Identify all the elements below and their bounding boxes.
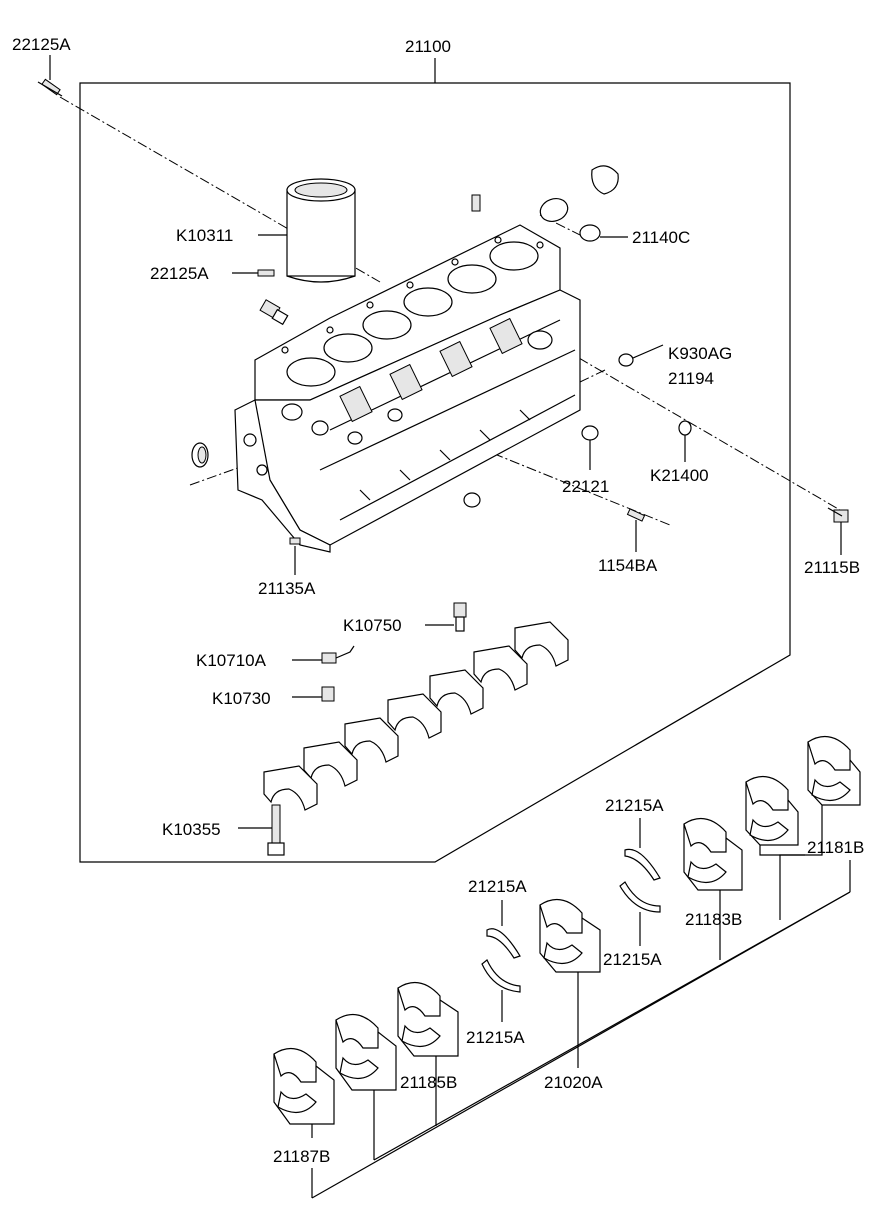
label-21020A: 21020A xyxy=(544,1073,603,1092)
main-bearing-caps[interactable] xyxy=(263,621,569,811)
stud-1154BA[interactable] xyxy=(626,508,646,522)
plug-22121[interactable] xyxy=(581,425,599,441)
label-K930AG: K930AG xyxy=(668,344,732,363)
label-21100: 21100 xyxy=(405,37,451,56)
label-21215A-4: 21215A xyxy=(466,1028,525,1047)
block-top-bolt[interactable] xyxy=(471,194,481,212)
main-cap-bolt[interactable] xyxy=(267,804,285,856)
label-21181B: 21181B xyxy=(807,838,864,857)
ring-K21400[interactable] xyxy=(678,420,692,436)
dowel-21135A[interactable] xyxy=(289,537,301,545)
label-21183B: 21183B xyxy=(685,910,742,929)
bearing-shell-21183B[interactable] xyxy=(683,817,743,891)
oil-pressure-switch[interactable] xyxy=(453,602,467,632)
thrust-washer-3[interactable] xyxy=(486,928,521,959)
label-21215A-2: 21215A xyxy=(468,877,527,896)
label-K10750: K10750 xyxy=(343,616,402,635)
stud-22125A-top[interactable] xyxy=(37,78,63,97)
bearing-shell-21181B-b[interactable] xyxy=(745,775,799,846)
label-K10355: K10355 xyxy=(162,820,221,839)
label-21215A-1: 21215A xyxy=(605,796,664,815)
bolt-21115B[interactable] xyxy=(827,507,849,523)
bearing-shell-21020A[interactable] xyxy=(539,898,601,973)
label-22125A-mid: 22125A xyxy=(150,264,209,283)
cylinder-liner[interactable] xyxy=(286,178,356,283)
label-21194: 21194 xyxy=(668,369,714,388)
label-21187B: 21187B xyxy=(273,1147,330,1166)
oil-jet[interactable] xyxy=(321,645,355,664)
group-line-upper xyxy=(373,891,851,1161)
plug-K930AG[interactable] xyxy=(618,353,634,367)
label-21215A-3: 21215A xyxy=(603,950,662,969)
sensor-plug[interactable] xyxy=(259,299,289,326)
bolt-K10730[interactable] xyxy=(321,686,335,702)
label-1154BA: 1154BA xyxy=(598,556,658,575)
plug-lower[interactable] xyxy=(463,492,481,508)
label-21140C: 21140C xyxy=(632,228,690,247)
assembly-boundary xyxy=(79,82,791,863)
label-21135A: 21135A xyxy=(258,579,316,598)
bearing-shell-21185B-b[interactable] xyxy=(335,1013,397,1091)
label-21115B: 21115B xyxy=(804,558,860,577)
thrust-washer-4[interactable] xyxy=(481,959,521,993)
label-K10730: K10730 xyxy=(212,689,271,708)
label-K10311: K10311 xyxy=(176,226,233,245)
stud-22125A-mid[interactable] xyxy=(257,269,275,277)
label-22125A-top: 22125A xyxy=(12,35,71,54)
label-21185B: 21185B xyxy=(400,1073,457,1092)
bearing-shell-21185B[interactable] xyxy=(397,981,459,1057)
bearing-shell-21187B[interactable] xyxy=(273,1047,335,1125)
label-K10710A: K10710A xyxy=(196,651,267,670)
seal-ring[interactable] xyxy=(191,442,209,468)
cylinder-block[interactable] xyxy=(234,224,581,553)
label-22121: 22121 xyxy=(562,477,609,496)
bearing-shell-21181B[interactable] xyxy=(807,735,861,806)
thrust-washer-2[interactable] xyxy=(619,881,661,913)
thrust-washer-1[interactable] xyxy=(624,848,661,881)
label-K21400: K21400 xyxy=(650,466,709,485)
core-plug-large[interactable] xyxy=(537,165,619,225)
core-plug-21140C[interactable] xyxy=(579,224,601,242)
